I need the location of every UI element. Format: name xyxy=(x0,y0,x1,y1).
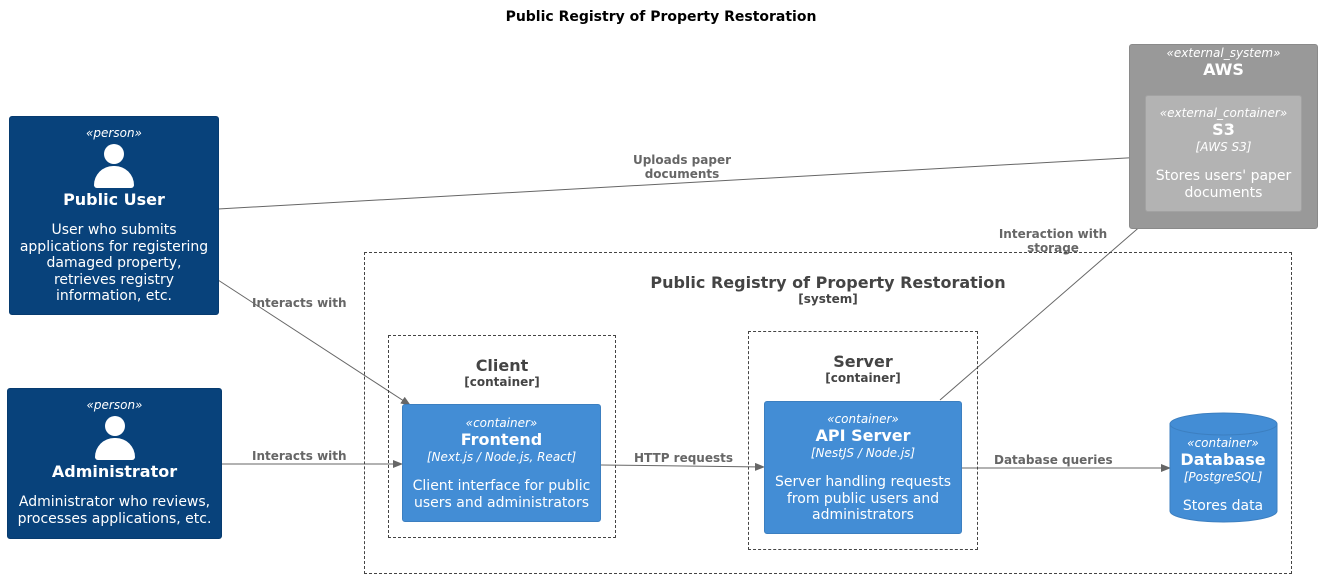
system-boundary-title: Public Registry of Property Restoration xyxy=(650,273,1006,292)
frontend-description: Client interface for public users and ad… xyxy=(412,478,591,511)
public-user-stereotype: «person» xyxy=(86,126,142,140)
system-boundary-type: [system] xyxy=(798,292,858,306)
diagram-title: Public Registry of Property Restoration xyxy=(505,9,817,25)
frontend-name: Frontend xyxy=(460,430,543,449)
s3-name: S3 xyxy=(1212,120,1235,139)
s3-description: Stores users' paper documents xyxy=(1155,168,1292,201)
edge-http-line xyxy=(600,462,765,471)
edge-admin-interacts-label: Interacts with xyxy=(252,449,347,463)
s3-technology: [AWS S3] xyxy=(1195,140,1252,154)
edge-user-interacts-line xyxy=(217,279,411,406)
s3-stereotype: «external_container» xyxy=(1159,106,1288,120)
aws-stereotype: «external_system» xyxy=(1166,46,1281,60)
administrator-name: Administrator xyxy=(51,462,178,481)
edge-storage-line xyxy=(939,210,1159,401)
administrator-node[interactable]: «person» Administrator Administrator who… xyxy=(7,388,222,539)
api-server-name: API Server xyxy=(815,426,911,445)
api-server-stereotype: «container» xyxy=(827,412,899,426)
database-stereotype: «container» xyxy=(1187,436,1259,450)
administrator-stereotype: «person» xyxy=(86,398,143,412)
server-boundary-header: Server [container] xyxy=(748,352,978,385)
server-boundary-title: Server xyxy=(833,352,893,371)
frontend-technology: [Next.js / Node.js, React] xyxy=(426,450,577,464)
server-boundary-type: [container] xyxy=(825,371,901,385)
public-user-name: Public User xyxy=(63,190,165,209)
edge-uploads-line xyxy=(217,153,1146,210)
edge-http-label: HTTP requests xyxy=(634,451,734,465)
api-server-description: Server handling requests from public use… xyxy=(774,474,952,523)
person-icon xyxy=(94,144,134,188)
frontend-stereotype: «container» xyxy=(465,416,538,430)
api-server-container[interactable]: «container» API Server [NestJS / Node.js… xyxy=(764,401,962,534)
database-name: Database xyxy=(1180,450,1266,469)
client-boundary-title: Client xyxy=(475,356,529,375)
database-node: «container» Database [PostgreSQL] Stores… xyxy=(1170,436,1276,515)
public-user-description: User who submits applications for regist… xyxy=(19,222,209,304)
s3-container[interactable]: «external_container» S3 [AWS S3] Stores … xyxy=(1145,95,1302,212)
edge-user-interacts-label: Interacts with xyxy=(252,296,347,310)
database-technology: [PostgreSQL] xyxy=(1183,470,1263,484)
person-icon xyxy=(94,416,135,460)
aws-name: AWS xyxy=(1203,60,1244,79)
edge-db-queries-label: Database queries xyxy=(994,453,1113,467)
edge-storage-label: Interaction with storage xyxy=(998,227,1108,255)
administrator-description: Administrator who reviews, processes app… xyxy=(17,494,212,527)
server-boundary xyxy=(748,331,978,550)
api-server-technology: [NestJS / Node.js] xyxy=(810,446,916,460)
client-boundary-header: Client [container] xyxy=(388,356,616,389)
frontend-container[interactable]: «container» Frontend [Next.js / Node.js,… xyxy=(402,404,601,522)
database-cylinder-icon[interactable] xyxy=(1169,412,1278,524)
client-boundary xyxy=(388,335,616,538)
system-boundary xyxy=(364,252,1292,574)
public-user-node[interactable]: «person» Public User User who submits ap… xyxy=(9,116,219,315)
database-description: Stores data xyxy=(1182,498,1264,514)
system-boundary-header: Public Registry of Property Restoration … xyxy=(364,273,1292,306)
client-boundary-type: [container] xyxy=(464,375,540,389)
edge-uploads-label: Uploads paper documents xyxy=(632,153,732,181)
